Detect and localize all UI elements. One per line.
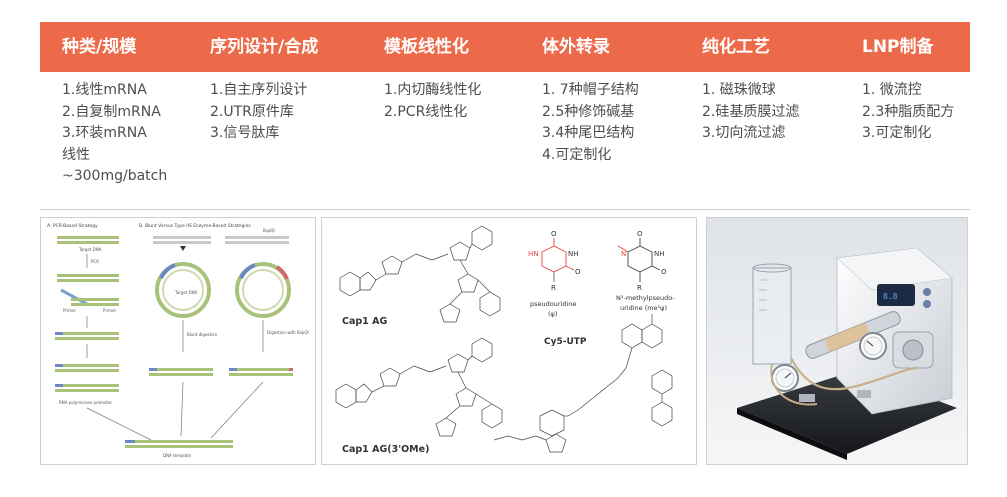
strategy-a-title: A. PCR-Based Strategy xyxy=(47,223,98,229)
psi-label: (ψ) xyxy=(548,310,557,318)
list-item: 2.PCR线性化 xyxy=(384,103,468,120)
dna-template: DNA template xyxy=(125,440,233,458)
header-bar: 种类/规模 序列设计/合成 模板线性化 体外转录 纯化工艺 LNP制备 xyxy=(40,22,970,72)
methylpseudouridine-structure xyxy=(627,238,661,282)
column-category: 1.线性mRNA 2.自复制mRNA 3.环装mRNA 线性 ~300mg/ba… xyxy=(40,80,188,208)
section-divider xyxy=(40,209,970,210)
svg-text:8.8: 8.8 xyxy=(883,292,898,301)
hn-label: HN xyxy=(528,250,539,258)
blunt-digestion-label: Blunt digestion xyxy=(187,332,218,337)
cap1ag-ome-label: Cap1 AG(3'OMe) xyxy=(342,444,429,455)
o-label-4: O xyxy=(661,268,667,276)
cap1ag-structure xyxy=(339,225,501,323)
linearization-diagram-panel: A. PCR-Based Strategy B. Blunt Versus Ty… xyxy=(40,217,316,465)
list-item: 2.UTR原件库 xyxy=(210,103,294,120)
nh-label: NH xyxy=(568,250,579,258)
pseudouridine-structure xyxy=(541,238,575,273)
list-item: 2.自复制mRNA xyxy=(62,103,161,120)
dna-template-label: DNA template xyxy=(163,453,192,458)
list-item: 1.线性mRNA xyxy=(62,82,147,98)
list-item: 3.环装mRNA xyxy=(62,125,147,141)
spec-table-body: 1.线性mRNA 2.自复制mRNA 3.环装mRNA 线性 ~300mg/ba… xyxy=(40,80,970,208)
list-item: 2.3种脂质配方 xyxy=(862,103,955,120)
cy5-utp-structure xyxy=(493,314,673,453)
blunt-strategy: Target DNA Blunt digestion xyxy=(149,236,218,376)
cap1ag-ome-structure xyxy=(335,337,503,437)
column-ivt: 1. 7种帽子结构 2.5种修饰碱基 3.4种尾巴结构 4.可定制化 xyxy=(520,80,680,208)
list-item: 3.信号肽库 xyxy=(210,125,280,141)
list-item: 3.可定制化 xyxy=(862,125,932,141)
strategy-b-title: B. Blunt Versus Type IIS Enzyme-Based St… xyxy=(139,223,251,229)
header-sequence-design: 序列设计/合成 xyxy=(210,37,319,57)
bspqi-strategy: BspQI Digestion with BspQI xyxy=(225,228,309,376)
list-item: 线性 xyxy=(62,146,90,163)
chemical-structures-panel: Cap1 AG HN NH O O R pseudouridine (ψ) N … xyxy=(321,217,697,465)
r-label-2: R xyxy=(637,284,642,292)
r-label-1: R xyxy=(551,284,556,292)
pcr-strategy: Target DNA PCR Primer Primer RNA polymer… xyxy=(55,236,119,405)
list-item: 1. 7种帽子结构 xyxy=(542,82,639,98)
list-item: ~300mg/batch xyxy=(62,168,168,184)
cap1ag-label: Cap1 AG xyxy=(342,316,387,327)
list-item: 4.可定制化 xyxy=(542,146,612,163)
list-item: 1.自主序列设计 xyxy=(210,82,308,98)
list-item: 1.内切酶线性化 xyxy=(384,82,482,98)
target-plasmid-label: Target DNA xyxy=(174,290,198,295)
header-ivt: 体外转录 xyxy=(542,37,610,57)
nh-label-2: NH xyxy=(654,250,665,258)
list-item: 3.切向流过滤 xyxy=(702,125,786,141)
header-purification: 纯化工艺 xyxy=(702,37,770,57)
bspqi-digestion-label: Digestion with BspQI xyxy=(267,330,309,335)
o-label-1: O xyxy=(551,230,557,238)
header-template-linearization: 模板线性化 xyxy=(384,37,469,57)
target-dna-label: Target DNA xyxy=(78,247,102,252)
pseudouridine-label: pseudouridine xyxy=(530,300,576,308)
list-item: 2.5种修饰碱基 xyxy=(542,103,635,120)
header-lnp: LNP制备 xyxy=(862,37,934,57)
n1-methyl-label-2: uridine (me¹ψ) xyxy=(620,304,667,312)
cy5-utp-label: Cy5-UTP xyxy=(544,337,587,347)
primer-label-2: Primer xyxy=(103,308,116,313)
o-label-3: O xyxy=(637,230,643,238)
list-item: 2.硅基质膜过滤 xyxy=(702,103,800,120)
list-item: 1. 磁珠微球 xyxy=(702,82,776,98)
column-template-linearization: 1.内切酶线性化 2.PCR线性化 xyxy=(362,80,520,208)
bspqi-label: BspQI xyxy=(263,228,275,233)
list-item: 3.4种尾巴结构 xyxy=(542,125,635,141)
header-category: 种类/规模 xyxy=(62,37,137,57)
linearization-diagram: A. PCR-Based Strategy B. Blunt Versus Ty… xyxy=(47,223,309,458)
n1-methyl-label: N¹-methylpseudo- xyxy=(616,294,675,302)
n-label: N xyxy=(621,250,626,258)
column-purification: 1. 磁珠微球 2.硅基质膜过滤 3.切向流过滤 xyxy=(680,80,840,208)
rna-promoter-label: RNA polymerase promoter xyxy=(59,400,112,405)
microfluidic-device-photo: 8.8 xyxy=(707,218,967,464)
o-label-2: O xyxy=(575,268,581,276)
chemical-structures: Cap1 AG HN NH O O R pseudouridine (ψ) N … xyxy=(335,225,675,455)
list-item: 1. 微流控 xyxy=(862,82,922,98)
column-lnp: 1. 微流控 2.3种脂质配方 3.可定制化 xyxy=(840,80,970,208)
microfluidic-device-panel: 8.8 xyxy=(706,217,968,465)
pcr-label: PCR xyxy=(91,259,99,264)
column-sequence-design: 1.自主序列设计 2.UTR原件库 3.信号肽库 xyxy=(188,80,362,208)
primer-label-1: Primer xyxy=(63,308,76,313)
